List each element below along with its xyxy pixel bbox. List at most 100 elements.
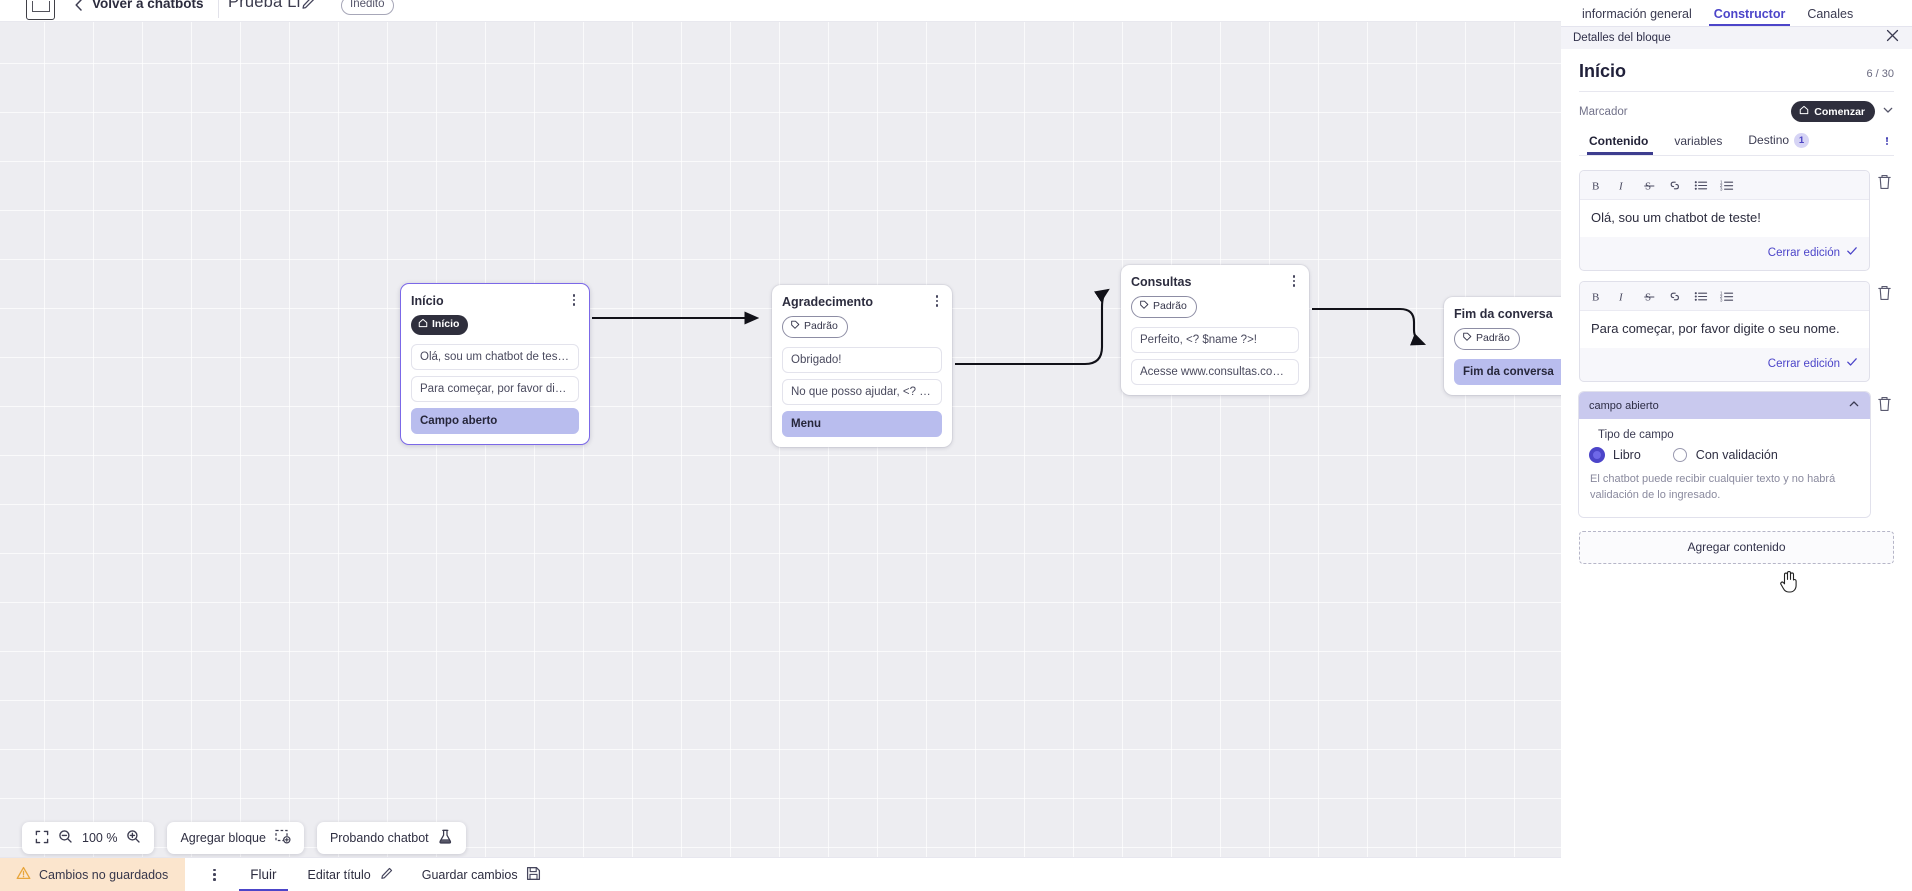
radio-libro[interactable] bbox=[1590, 448, 1604, 463]
node-item[interactable]: No que posso ajudar, <? $name ... bbox=[782, 378, 942, 405]
zoom-level: 100 % bbox=[82, 831, 118, 845]
marker-pill-label: Comenzar bbox=[1814, 105, 1865, 118]
more-vertical-icon[interactable] bbox=[567, 292, 581, 308]
rich-text-editor[interactable]: B I S 123 Para começar, por favor digite… bbox=[1579, 281, 1870, 383]
right-panel: información general Constructor Canales … bbox=[1561, 0, 1912, 891]
check-icon[interactable] bbox=[1846, 355, 1858, 373]
node-item-field[interactable]: Menu bbox=[782, 410, 942, 437]
test-chatbot-button[interactable]: Probando chatbot bbox=[316, 822, 466, 854]
header-divider bbox=[218, 0, 219, 18]
tab-constructor[interactable]: Constructor bbox=[1703, 7, 1797, 26]
node-item[interactable]: Perfeito, <? $name ?>! bbox=[1131, 326, 1299, 353]
node-tag: Padrão bbox=[1131, 296, 1197, 318]
chevron-up-icon[interactable] bbox=[1848, 398, 1860, 413]
node-item[interactable]: Obrigado! bbox=[782, 346, 942, 373]
flow-canvas[interactable]: Início Início Olá, sou um chatbot de tes… bbox=[0, 22, 1561, 857]
document-title: Prueba Li bbox=[228, 0, 301, 11]
tag-icon bbox=[1462, 332, 1472, 346]
close-icon[interactable] bbox=[1886, 29, 1899, 47]
node-items: Olá, sou um chatbot de teste! Para começ… bbox=[411, 343, 579, 434]
svg-text:B: B bbox=[1592, 291, 1599, 303]
trash-icon[interactable] bbox=[1876, 284, 1894, 304]
tag-icon bbox=[790, 320, 800, 334]
tab-destino-label: Destino bbox=[1748, 133, 1790, 147]
chevron-left-icon[interactable] bbox=[72, 0, 86, 12]
trash-icon[interactable] bbox=[1876, 395, 1894, 415]
close-edit-button[interactable]: Cerrar edición bbox=[1767, 247, 1840, 260]
node-title: Início bbox=[411, 294, 444, 308]
close-edit-button[interactable]: Cerrar edición bbox=[1767, 358, 1840, 371]
svg-text:I: I bbox=[1618, 291, 1624, 303]
tab-contenido[interactable]: Contenido bbox=[1579, 134, 1661, 155]
node-item-field[interactable]: Campo aberto bbox=[411, 407, 579, 434]
bullet-list-icon[interactable] bbox=[1688, 286, 1714, 306]
tab-fluir[interactable]: Fluir bbox=[239, 858, 288, 891]
save-changes-label: Guardar cambios bbox=[421, 867, 518, 882]
zoom-in-icon[interactable] bbox=[126, 829, 141, 847]
marker-pill[interactable]: Comenzar bbox=[1791, 101, 1875, 122]
strikethrough-icon[interactable]: S bbox=[1636, 286, 1662, 306]
app-logo-icon[interactable] bbox=[26, 0, 55, 20]
node-tag-label: Padrão bbox=[1153, 300, 1187, 312]
node-items: Fim da conversa bbox=[1454, 358, 1561, 385]
flow-node-agradecimento[interactable]: Agradecimento Padrão Obrigado! No que po… bbox=[772, 285, 952, 447]
pencil-icon[interactable] bbox=[300, 0, 316, 11]
fit-screen-icon[interactable] bbox=[35, 830, 49, 847]
more-vertical-icon[interactable] bbox=[1287, 273, 1301, 289]
radio-con-validacion[interactable] bbox=[1672, 448, 1687, 463]
node-item[interactable]: Para começar, por favor digite o ... bbox=[411, 375, 579, 402]
add-block-icon bbox=[275, 829, 291, 847]
edit-title-label: Editar título bbox=[307, 867, 371, 882]
flow-node-fim-da-conversa[interactable]: Fim da conversa Padrão Fim da conversa bbox=[1444, 297, 1561, 395]
zoom-out-icon[interactable] bbox=[58, 829, 73, 847]
rich-text-editor[interactable]: B I S 123 Olá, sou um chatbot de teste! … bbox=[1579, 170, 1870, 272]
tab-informacion-general[interactable]: información general bbox=[1582, 7, 1692, 21]
back-to-chatbots-link[interactable]: Volver a chatbots bbox=[92, 0, 204, 11]
editor-footer: Cerrar edición bbox=[1580, 348, 1869, 381]
bold-icon[interactable]: B bbox=[1584, 286, 1610, 306]
tab-destino[interactable]: Destino 1 bbox=[1735, 133, 1822, 155]
destino-count-badge: 1 bbox=[1794, 133, 1810, 149]
node-tag-label: Início bbox=[432, 318, 460, 330]
field-card-header[interactable]: campo abierto bbox=[1579, 392, 1870, 420]
editor-text[interactable]: Para começar, por favor digite o seu nom… bbox=[1580, 311, 1869, 349]
italic-icon[interactable]: I bbox=[1610, 175, 1636, 195]
chevron-down-icon[interactable] bbox=[1882, 103, 1894, 121]
node-item[interactable]: Acesse www.consultas.com par... bbox=[1131, 358, 1299, 385]
more-vertical-icon[interactable] bbox=[930, 293, 944, 309]
more-vertical-icon[interactable] bbox=[207, 867, 221, 883]
flow-node-consultas[interactable]: Consultas Padrão Perfeito, <? $name ?>! … bbox=[1121, 265, 1309, 395]
flask-icon bbox=[438, 829, 453, 848]
marker-control[interactable]: Comenzar bbox=[1791, 101, 1894, 122]
block-count: 6 / 30 bbox=[1866, 68, 1894, 80]
strikethrough-icon[interactable]: S bbox=[1636, 175, 1662, 195]
more-vertical-icon[interactable] bbox=[1880, 136, 1894, 152]
radio-libro-label[interactable]: Libro bbox=[1613, 448, 1641, 463]
field-type-label: Tipo de campo bbox=[1598, 429, 1674, 442]
add-block-button[interactable]: Agregar bloque bbox=[167, 822, 304, 854]
save-changes-button[interactable]: Guardar cambios bbox=[422, 866, 541, 884]
add-content-button[interactable]: Agregar contenido bbox=[1579, 530, 1894, 564]
bullet-list-icon[interactable] bbox=[1688, 175, 1714, 195]
bold-icon[interactable]: B bbox=[1584, 175, 1610, 195]
link-icon[interactable] bbox=[1662, 286, 1688, 306]
link-icon[interactable] bbox=[1662, 175, 1688, 195]
editor-text[interactable]: Olá, sou um chatbot de teste! bbox=[1580, 200, 1869, 238]
field-help-text: El chatbot puede recibir cualquier texto… bbox=[1590, 473, 1836, 501]
node-item-field[interactable]: Fim da conversa bbox=[1454, 358, 1561, 385]
radio-con-validacion-label[interactable]: Con validación bbox=[1695, 448, 1778, 463]
field-card-body: Tipo de campo Libro Con validación El ch… bbox=[1579, 419, 1870, 517]
node-item[interactable]: Olá, sou um chatbot de teste! bbox=[411, 343, 579, 370]
italic-icon[interactable]: I bbox=[1610, 286, 1636, 306]
tab-variables[interactable]: variables bbox=[1674, 133, 1723, 148]
edit-title-button[interactable]: Editar título bbox=[308, 866, 394, 884]
content-card: B I S 123 Olá, sou um chatbot de teste! … bbox=[1579, 170, 1894, 272]
divider bbox=[1579, 91, 1894, 92]
tab-canales[interactable]: Canales bbox=[1807, 7, 1854, 21]
check-icon[interactable] bbox=[1846, 244, 1858, 262]
flow-node-inicio[interactable]: Início Início Olá, sou um chatbot de tes… bbox=[400, 283, 590, 445]
trash-icon[interactable] bbox=[1876, 173, 1894, 193]
